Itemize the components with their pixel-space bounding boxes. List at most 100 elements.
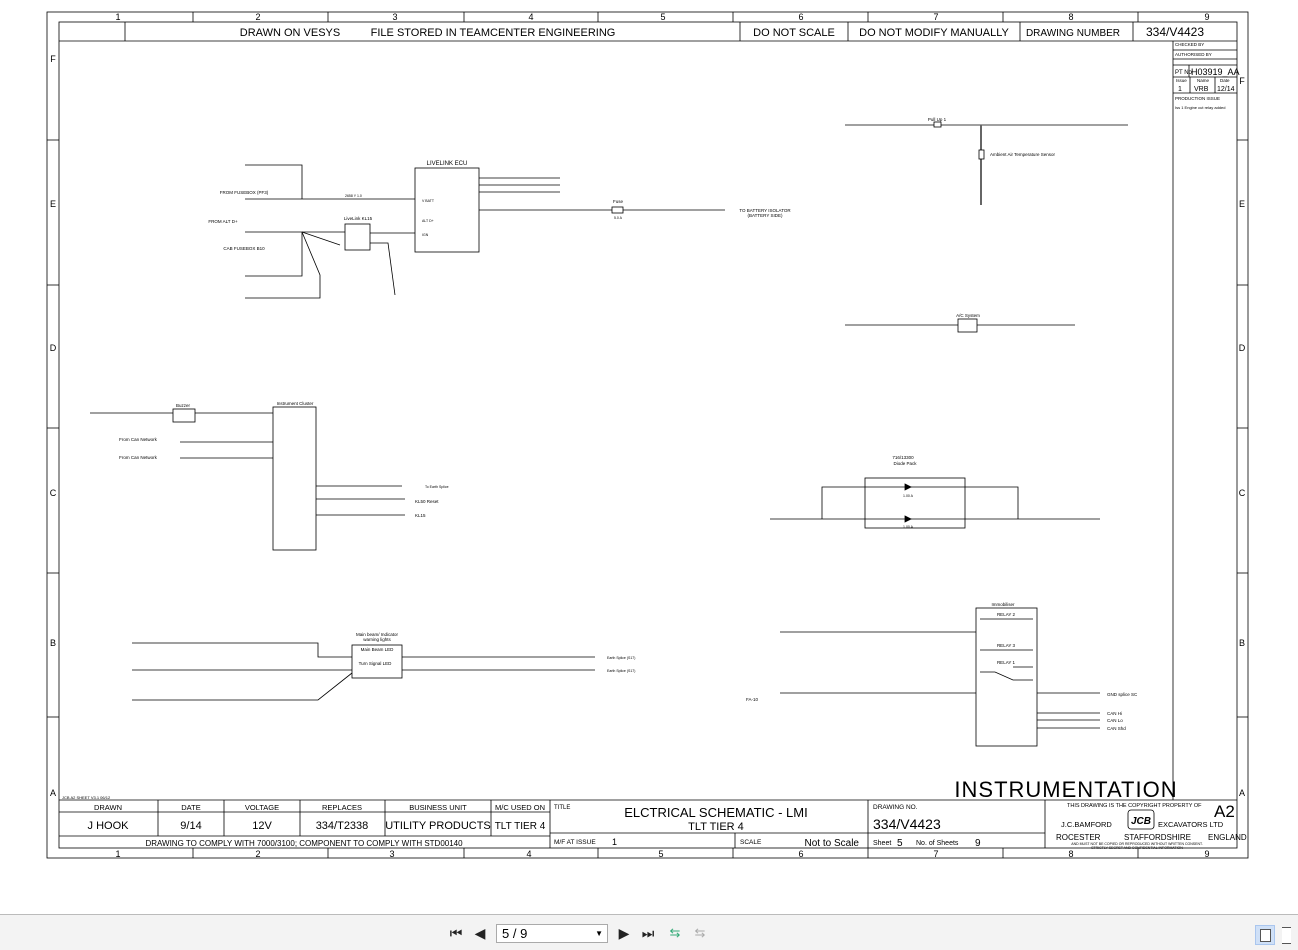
col-label: 3 — [392, 12, 397, 22]
page-number-select[interactable]: 5 / 9 ▼ — [496, 924, 608, 943]
cluster-title: Instrument Cluster — [277, 401, 314, 406]
previous-page-icon: ◀ — [474, 924, 486, 941]
first-page-icon: ⏮ — [449, 924, 463, 941]
col-label: 1 — [115, 12, 120, 22]
row-label: C — [1239, 488, 1246, 498]
battery-side-label: (BATTERY SIDE) — [747, 213, 783, 218]
buzzer-label: Buzzer — [176, 403, 191, 408]
lights-title: Main beam/ Indicator — [356, 632, 399, 637]
col-label: 5 — [660, 12, 665, 22]
sync-view-button[interactable]: ⇆ — [666, 924, 684, 942]
drawn-header: DRAWN — [94, 803, 122, 812]
row-label: C — [50, 488, 57, 498]
chevron-down-icon: ▼ — [595, 929, 603, 938]
template-version: JCB A2 SHEET V3.1 06/12 — [62, 795, 111, 800]
file-stored-label: FILE STORED IN TEAMCENTER ENGINEERING — [371, 27, 616, 39]
can-network-label: From Can Network — [119, 455, 158, 460]
previous-page-button[interactable]: ◀ — [471, 924, 489, 942]
relay-title: LiveLink KL15 — [344, 216, 373, 221]
last-page-icon: ⏭ — [641, 924, 655, 941]
kl15-label: KL15 — [415, 513, 426, 518]
col-label: 7 — [933, 12, 938, 22]
issue-value: 1 — [1178, 86, 1182, 93]
row-label: A — [50, 788, 56, 798]
livelink-kl15-relay — [344, 223, 371, 251]
immobiliser-circuit: Immobiliser RELAY 2 RELAY 3 RELAY 1 FA-1… — [746, 602, 1138, 747]
legal-note: STRICTLY SECRET AND CONFIDENTIAL INFORMA… — [1091, 846, 1183, 850]
voltage-header: VOLTAGE — [245, 803, 279, 812]
single-page-view-button[interactable] — [1255, 925, 1275, 945]
company-name: J.C.BAMFORD — [1061, 820, 1112, 829]
section-title: INSTRUMENTATION — [954, 777, 1177, 802]
pt-no-label: PT No — [1175, 70, 1193, 76]
col-label: 6 — [798, 849, 803, 859]
do-not-modify-label: DO NOT MODIFY MANUALLY — [859, 27, 1009, 39]
legal-note: AND MUST NOT BE COPIED OR REPRODUCED WIT… — [1071, 842, 1203, 846]
turn-signal-led-label: Turn Signal LED — [359, 661, 393, 666]
col-label: 8 — [1068, 849, 1073, 859]
mc-used-on-value: TLT TIER 4 — [495, 821, 546, 832]
document-viewport: 1 2 3 4 5 6 7 8 9 1 2 3 4 5 6 7 8 9 F E … — [0, 11, 1298, 915]
fuse-symbol — [611, 206, 624, 214]
can-shd-label: CAN Shd — [1107, 726, 1126, 731]
col-label: 4 — [528, 12, 533, 22]
col-label: 7 — [933, 849, 938, 859]
row-label: A — [1239, 788, 1245, 798]
scale-label: SCALE — [740, 839, 762, 846]
from-fusebox-label: FROM FUSEBOX (PF3) — [220, 190, 269, 195]
mf-at-issue-value: 1 — [612, 837, 617, 847]
comply-note: DRAWING TO COMPLY WITH 7000/3100; COMPON… — [145, 839, 463, 848]
cab-fusebox-label: CAB FUSEBOX B10 — [223, 246, 265, 251]
sheet-size: A2 — [1214, 802, 1235, 821]
address-country: ENGLAND — [1208, 833, 1247, 842]
title-block: JCB A2 SHEET V3.1 06/12 DRAWN DATE VOLTA… — [59, 795, 1247, 850]
drawing-number-label: DRAWING NUMBER — [1026, 28, 1120, 39]
last-page-button[interactable]: ⏭ — [639, 924, 657, 942]
date-value: 12/14 — [1217, 86, 1235, 93]
drawn-value: J HOOK — [88, 820, 130, 832]
col-label: 9 — [1204, 849, 1209, 859]
sync-view-disabled-icon: ⇆ — [694, 925, 706, 940]
sync-view-icon: ⇆ — [669, 925, 681, 940]
grid-labels: 1 2 3 4 5 6 7 8 9 1 2 3 4 5 6 7 8 9 F E … — [50, 12, 1246, 859]
relay-2-label: RELAY 2 — [997, 612, 1016, 617]
mf-at-issue-label: M/F AT ISSUE — [554, 839, 596, 846]
column-dividers — [47, 12, 1248, 858]
earth-splice-label: To Earth Splice — [425, 485, 449, 489]
row-label: E — [50, 199, 56, 209]
fuse-label: Fuse — [613, 199, 624, 204]
sheets-value: 9 — [975, 838, 981, 849]
production-issue-label: PRODUCTION ISSUE — [1175, 96, 1220, 101]
row-label: D — [1239, 343, 1246, 353]
col-label: 2 — [255, 849, 260, 859]
diode-part-number: 716/13300 — [892, 455, 914, 460]
first-page-button[interactable]: ⏮ — [447, 924, 465, 942]
name-header: Name — [1197, 78, 1210, 83]
title-label: TITLE — [554, 805, 570, 811]
replaces-value: 334/T2338 — [316, 820, 369, 832]
next-page-icon: ▶ — [618, 924, 630, 941]
sheet-value: 5 — [897, 838, 903, 849]
business-unit-value: UTILITY PRODUCTS — [385, 820, 491, 832]
immobiliser-title: Immobiliser — [991, 602, 1015, 607]
continuous-view-button[interactable] — [1277, 925, 1297, 945]
sync-view-disabled-button[interactable]: ⇆ — [691, 924, 709, 942]
can-lo-label: CAN Lo — [1107, 718, 1123, 723]
diode-pack-label: Diode Pack — [893, 461, 917, 466]
scale-value: Not to Scale — [805, 838, 860, 849]
col-label: 5 — [658, 849, 663, 859]
main-beam-led-label: Main Beam LED — [361, 647, 395, 652]
drawing-no-value: 334/V4423 — [873, 816, 941, 832]
sensor-label: Ambient Air Temperature Sensor — [990, 152, 1055, 157]
continuous-view-icon — [1282, 927, 1291, 944]
earth-splice-label: Earth Splice (S17) — [607, 656, 635, 660]
col-label: 4 — [526, 849, 531, 859]
pin-label: V BATT — [422, 199, 435, 203]
jcb-logo: JCB — [1127, 809, 1155, 830]
sheets-label: No. of Sheets — [916, 840, 959, 847]
diode-rating: 1.00 A — [903, 494, 914, 498]
next-page-button[interactable]: ▶ — [615, 924, 633, 942]
svg-text:JCB: JCB — [1131, 816, 1151, 827]
warning-lights-circuit: Main beam/ Indicator warning lights Main… — [132, 632, 635, 701]
row-label: B — [1239, 638, 1245, 648]
